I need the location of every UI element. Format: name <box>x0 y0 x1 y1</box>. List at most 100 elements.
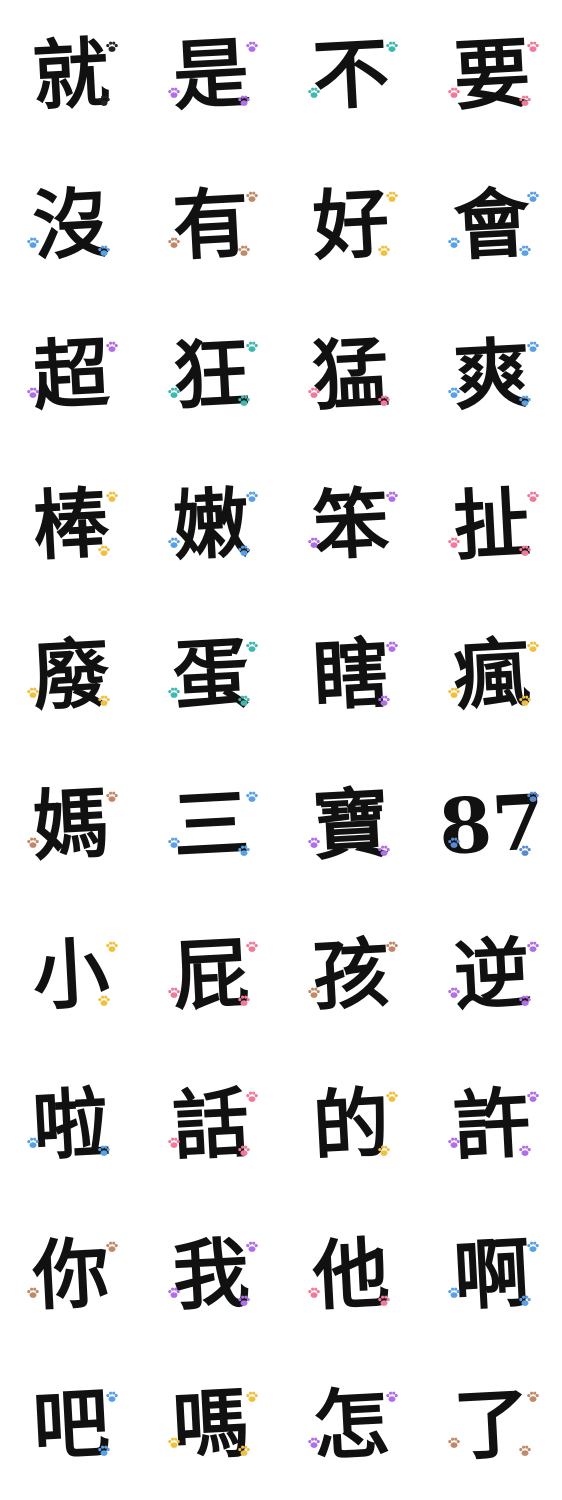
paw-print-icon <box>97 94 111 108</box>
sticker-tile[interactable]: 就 <box>0 0 141 150</box>
sticker-tile[interactable]: 沒 <box>0 150 141 300</box>
paw-print-icon <box>377 394 391 408</box>
paw-print-icon <box>307 1436 321 1450</box>
sticker-character: 不 <box>310 28 392 121</box>
sticker-tile[interactable]: 87 <box>421 750 562 900</box>
paw-print-icon <box>526 790 540 804</box>
sticker-tile[interactable]: 的 <box>281 1050 421 1200</box>
paw-print-icon <box>518 1444 532 1458</box>
sticker-tile[interactable]: 媽 <box>0 750 141 900</box>
sticker-tile[interactable]: 孩 <box>281 900 421 1050</box>
paw-print-icon <box>526 1240 540 1254</box>
paw-print-icon <box>447 86 461 100</box>
paw-print-icon <box>237 1294 251 1308</box>
paw-print-icon <box>307 386 321 400</box>
paw-print-icon <box>377 1294 391 1308</box>
sticker-tile[interactable]: 猛 <box>281 300 421 450</box>
paw-print-icon <box>167 386 181 400</box>
sticker-tile[interactable]: 棒 <box>0 450 141 600</box>
sticker-tile[interactable]: 你 <box>0 1200 141 1350</box>
sticker-tile[interactable]: 爽 <box>421 300 562 450</box>
paw-print-icon <box>237 1444 251 1458</box>
sticker-tile[interactable]: 許 <box>421 1050 562 1200</box>
paw-print-icon <box>518 1144 532 1158</box>
sticker-tile[interactable]: 瘋 <box>421 600 562 750</box>
sticker-tile[interactable]: 會 <box>421 150 562 300</box>
sticker-tile[interactable]: 啦 <box>0 1050 141 1200</box>
paw-print-icon <box>307 86 321 100</box>
paw-print-icon <box>447 836 461 850</box>
paw-print-icon <box>105 1240 119 1254</box>
paw-print-icon <box>377 694 391 708</box>
paw-print-icon <box>105 40 119 54</box>
paw-print-icon <box>526 340 540 354</box>
sticker-tile[interactable]: 瞎 <box>281 600 421 750</box>
paw-print-icon <box>26 386 40 400</box>
sticker-character: 超 <box>30 328 111 421</box>
paw-print-icon <box>237 394 251 408</box>
sticker-tile[interactable]: 話 <box>141 1050 281 1200</box>
sticker-tile[interactable]: 要 <box>421 0 562 150</box>
paw-print-icon <box>105 1390 119 1404</box>
paw-print-icon <box>518 94 532 108</box>
sticker-tile[interactable]: 我 <box>141 1200 281 1350</box>
paw-print-icon <box>245 340 259 354</box>
paw-print-icon <box>167 686 181 700</box>
sticker-tile[interactable]: 超 <box>0 300 141 450</box>
paw-print-icon <box>97 244 111 258</box>
paw-print-icon <box>167 86 181 100</box>
sticker-tile[interactable]: 好 <box>281 150 421 300</box>
sticker-character: 怎 <box>310 1378 392 1471</box>
sticker-tile[interactable]: 寶 <box>281 750 421 900</box>
sticker-tile[interactable]: 笨 <box>281 450 421 600</box>
paw-print-icon <box>237 544 251 558</box>
sticker-tile[interactable]: 吧 <box>0 1350 141 1500</box>
paw-print-icon <box>26 1136 40 1150</box>
sticker-tile[interactable]: 狂 <box>141 300 281 450</box>
sticker-tile[interactable]: 廢 <box>0 600 141 750</box>
paw-print-icon <box>237 694 251 708</box>
paw-print-icon <box>447 1286 461 1300</box>
sticker-tile[interactable]: 他 <box>281 1200 421 1350</box>
sticker-tile[interactable]: 嫩 <box>141 450 281 600</box>
paw-print-icon <box>167 1136 181 1150</box>
sticker-tile[interactable]: 屁 <box>141 900 281 1050</box>
sticker-tile[interactable]: 小 <box>0 900 141 1050</box>
paw-print-icon <box>105 340 119 354</box>
paw-print-icon <box>385 1090 399 1104</box>
paw-print-icon <box>447 686 461 700</box>
paw-print-icon <box>245 490 259 504</box>
paw-print-icon <box>307 986 321 1000</box>
paw-print-icon <box>518 244 532 258</box>
paw-print-icon <box>447 386 461 400</box>
paw-print-icon <box>526 190 540 204</box>
paw-print-icon <box>518 544 532 558</box>
sticker-tile[interactable]: 逆 <box>421 900 562 1050</box>
sticker-tile[interactable]: 扯 <box>421 450 562 600</box>
sticker-tile[interactable]: 蛋 <box>141 600 281 750</box>
paw-print-icon <box>245 40 259 54</box>
paw-print-icon <box>385 490 399 504</box>
paw-print-icon <box>237 1144 251 1158</box>
paw-print-icon <box>245 640 259 654</box>
sticker-tile[interactable]: 是 <box>141 0 281 150</box>
sticker-tile[interactable]: 不 <box>281 0 421 150</box>
paw-print-icon <box>245 190 259 204</box>
paw-print-icon <box>526 40 540 54</box>
sticker-tile[interactable]: 啊 <box>421 1200 562 1350</box>
sticker-tile[interactable]: 嗎 <box>141 1350 281 1500</box>
paw-print-icon <box>385 1390 399 1404</box>
paw-print-icon <box>385 40 399 54</box>
sticker-tile[interactable]: 怎 <box>281 1350 421 1500</box>
sticker-tile[interactable]: 有 <box>141 150 281 300</box>
paw-print-icon <box>526 940 540 954</box>
sticker-tile[interactable]: 三 <box>141 750 281 900</box>
sticker-character: 媽 <box>30 778 111 871</box>
paw-print-icon <box>237 844 251 858</box>
paw-print-icon <box>97 1144 111 1158</box>
paw-print-icon <box>26 236 40 250</box>
paw-print-icon <box>167 836 181 850</box>
sticker-tile[interactable]: 了 <box>421 1350 562 1500</box>
paw-print-icon <box>518 844 532 858</box>
paw-print-icon <box>385 640 399 654</box>
